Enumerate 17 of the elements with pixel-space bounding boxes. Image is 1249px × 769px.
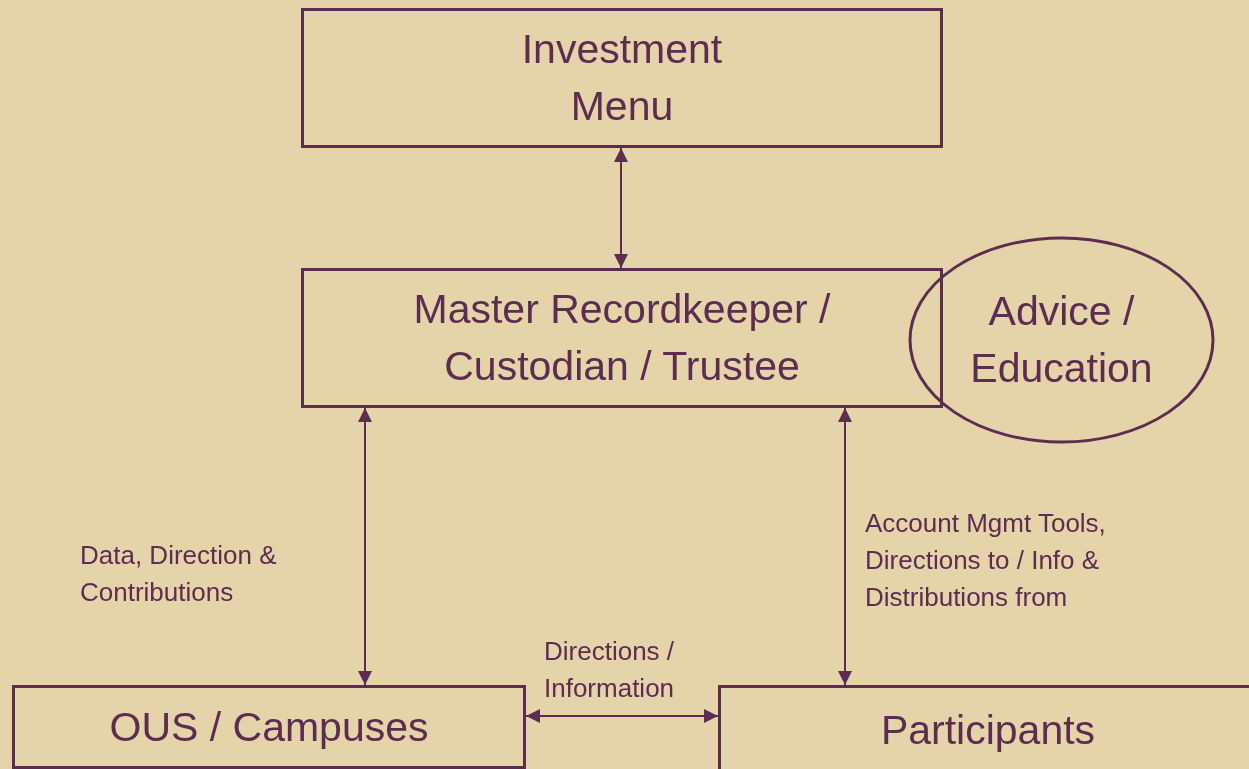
edge-label: Account Mgmt Tools, Directions to / Info & Distributions from xyxy=(865,507,1107,614)
process-box xyxy=(12,685,526,769)
double-arrow xyxy=(614,147,628,269)
double-arrow xyxy=(358,407,372,686)
ellipse-node xyxy=(908,236,1215,444)
edge-label: Data, Direction & Contributions xyxy=(80,539,278,609)
node-label: Investment Menu xyxy=(520,25,724,131)
process-box xyxy=(301,8,943,148)
node-label: Master Recordkeeper / Custodian / Trustee xyxy=(412,285,832,391)
node-label: Participants xyxy=(879,705,1097,755)
double-arrow xyxy=(525,709,719,723)
process-box xyxy=(718,685,1249,769)
double-arrow xyxy=(838,407,852,686)
process-box xyxy=(301,268,943,408)
edge-label: Directions / Information xyxy=(544,635,676,705)
node-label: OUS / Campuses xyxy=(108,702,430,752)
node-label: Advice / Education xyxy=(969,287,1154,393)
